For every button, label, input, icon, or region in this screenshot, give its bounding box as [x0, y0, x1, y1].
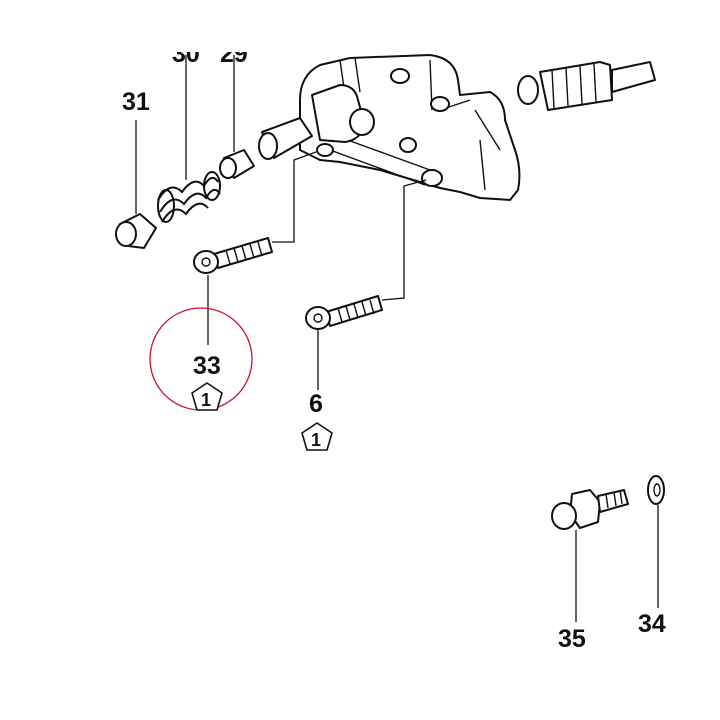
part-33-bolt[interactable]	[193, 237, 273, 274]
label-34: 34	[638, 610, 666, 638]
part-29-plunger[interactable]	[219, 149, 255, 179]
part-6-bolt[interactable]	[305, 295, 383, 330]
label-33: 33	[193, 352, 221, 380]
svg-text:1: 1	[201, 390, 211, 410]
qty-badge-6: 1	[301, 422, 333, 451]
gear-shaft[interactable]	[517, 61, 656, 111]
label-35: 35	[558, 625, 586, 653]
pump-housing[interactable]	[299, 54, 521, 201]
svg-text:1: 1	[311, 430, 321, 450]
part-34-washer[interactable]	[647, 475, 665, 505]
part-30-spring[interactable]	[157, 171, 221, 223]
leader-lines	[135, 55, 659, 622]
top-crop	[0, 0, 720, 52]
part-31-plug[interactable]	[115, 213, 157, 249]
qty-badge-33: 1	[191, 382, 223, 411]
label-31: 31	[122, 88, 150, 116]
relief-valve-piston[interactable]	[258, 117, 313, 160]
label-6: 6	[309, 390, 323, 418]
part-35-stud[interactable]	[551, 489, 629, 530]
